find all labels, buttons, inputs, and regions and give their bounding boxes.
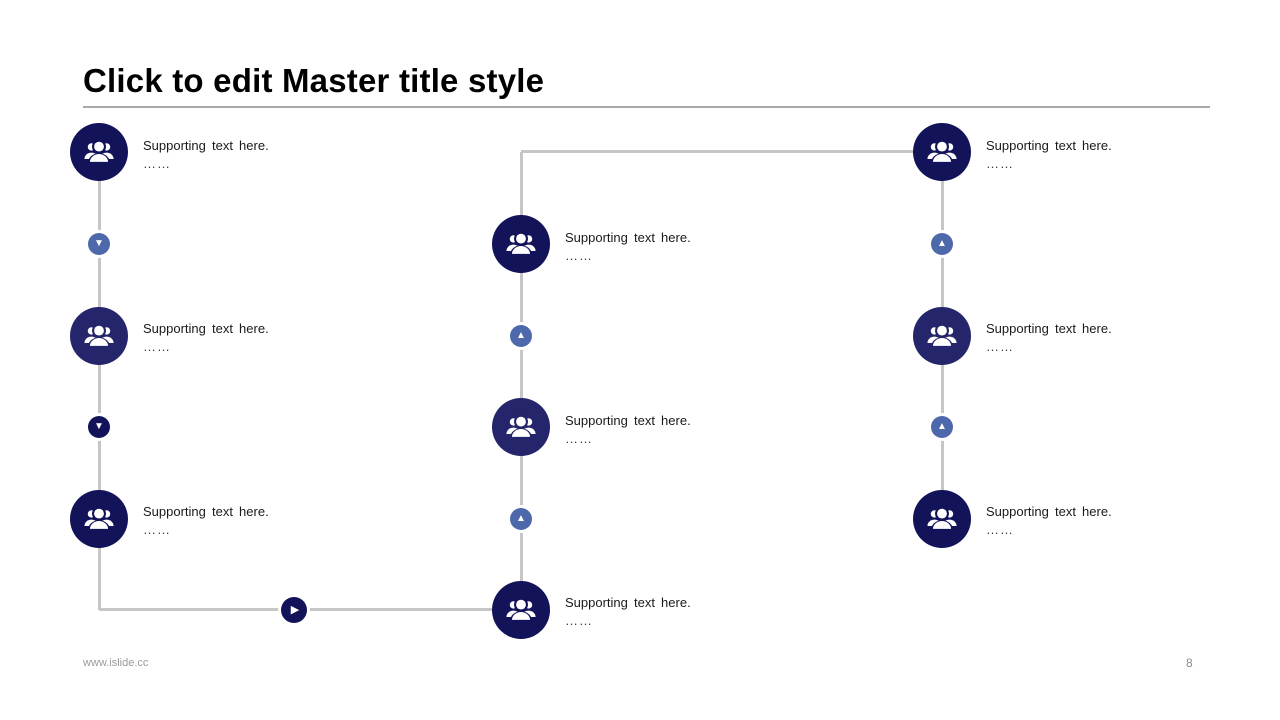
arrow-right-icon[interactable]: ▶	[281, 597, 307, 623]
people-group-icon	[927, 506, 957, 530]
arrow-up-icon[interactable]: ▲	[510, 325, 532, 347]
supporting-text-line2: ……	[986, 522, 1014, 537]
supporting-text-line1: Supporting text here.	[143, 138, 269, 153]
supporting-text-line2: ……	[986, 339, 1014, 354]
people-group-icon	[84, 323, 114, 347]
supporting-text-line2: ……	[565, 613, 593, 628]
supporting-text-center-middle[interactable]: Supporting text here. ……	[565, 412, 785, 448]
supporting-text-right-top[interactable]: Supporting text here. ……	[986, 137, 1206, 173]
page-number: 8	[1186, 656, 1193, 670]
person-node-left-bottom[interactable]	[70, 490, 128, 548]
connector-line-top-horizontal	[521, 150, 942, 153]
person-node-right-middle[interactable]	[913, 307, 971, 365]
supporting-text-line1: Supporting text here.	[565, 595, 691, 610]
supporting-text-line1: Supporting text here.	[143, 504, 269, 519]
supporting-text-line2: ……	[565, 248, 593, 263]
supporting-text-line1: Supporting text here.	[986, 504, 1112, 519]
arrow-up-icon[interactable]: ▲	[931, 233, 953, 255]
slide-title[interactable]: Click to edit Master title style	[83, 62, 545, 99]
supporting-text-left-top[interactable]: Supporting text here. ……	[143, 137, 363, 173]
supporting-text-line2: ……	[143, 339, 171, 354]
supporting-text-line2: ……	[143, 522, 171, 537]
arrow-up-icon[interactable]: ▲	[931, 416, 953, 438]
people-group-icon	[506, 414, 536, 438]
person-node-center-top[interactable]	[492, 215, 550, 273]
supporting-text-left-bottom[interactable]: Supporting text here. ……	[143, 503, 363, 539]
connector-line-left-vertical	[98, 152, 101, 610]
arrow-down-icon[interactable]: ▼	[88, 233, 110, 255]
supporting-text-line1: Supporting text here.	[986, 138, 1112, 153]
supporting-text-center-top[interactable]: Supporting text here. ……	[565, 229, 785, 265]
people-group-icon	[84, 139, 114, 163]
supporting-text-center-bottom[interactable]: Supporting text here. ……	[565, 594, 785, 630]
footer-website-link[interactable]: www.islide.cc	[83, 657, 149, 669]
person-node-right-bottom[interactable]	[913, 490, 971, 548]
person-node-center-middle[interactable]	[492, 398, 550, 456]
arrow-up-icon[interactable]: ▲	[510, 508, 532, 530]
people-group-icon	[927, 323, 957, 347]
supporting-text-left-middle[interactable]: Supporting text here. ……	[143, 320, 363, 356]
people-group-icon	[506, 597, 536, 621]
people-group-icon	[506, 231, 536, 255]
supporting-text-line2: ……	[565, 431, 593, 446]
people-group-icon	[927, 139, 957, 163]
supporting-text-line1: Supporting text here.	[565, 413, 691, 428]
supporting-text-line1: Supporting text here.	[143, 321, 269, 336]
arrow-down-icon[interactable]: ▼	[88, 416, 110, 438]
person-node-center-bottom[interactable]	[492, 581, 550, 639]
supporting-text-line1: Supporting text here.	[565, 230, 691, 245]
supporting-text-line2: ……	[143, 156, 171, 171]
person-node-left-top[interactable]	[70, 123, 128, 181]
title-divider	[83, 106, 1210, 108]
supporting-text-right-middle[interactable]: Supporting text here. ……	[986, 320, 1206, 356]
people-group-icon	[84, 506, 114, 530]
person-node-left-middle[interactable]	[70, 307, 128, 365]
person-node-right-top[interactable]	[913, 123, 971, 181]
connector-line-bottom-horizontal	[99, 608, 521, 611]
supporting-text-line1: Supporting text here.	[986, 321, 1112, 336]
connector-line-center-vertical	[520, 152, 523, 610]
supporting-text-right-bottom[interactable]: Supporting text here. ……	[986, 503, 1206, 539]
supporting-text-line2: ……	[986, 156, 1014, 171]
